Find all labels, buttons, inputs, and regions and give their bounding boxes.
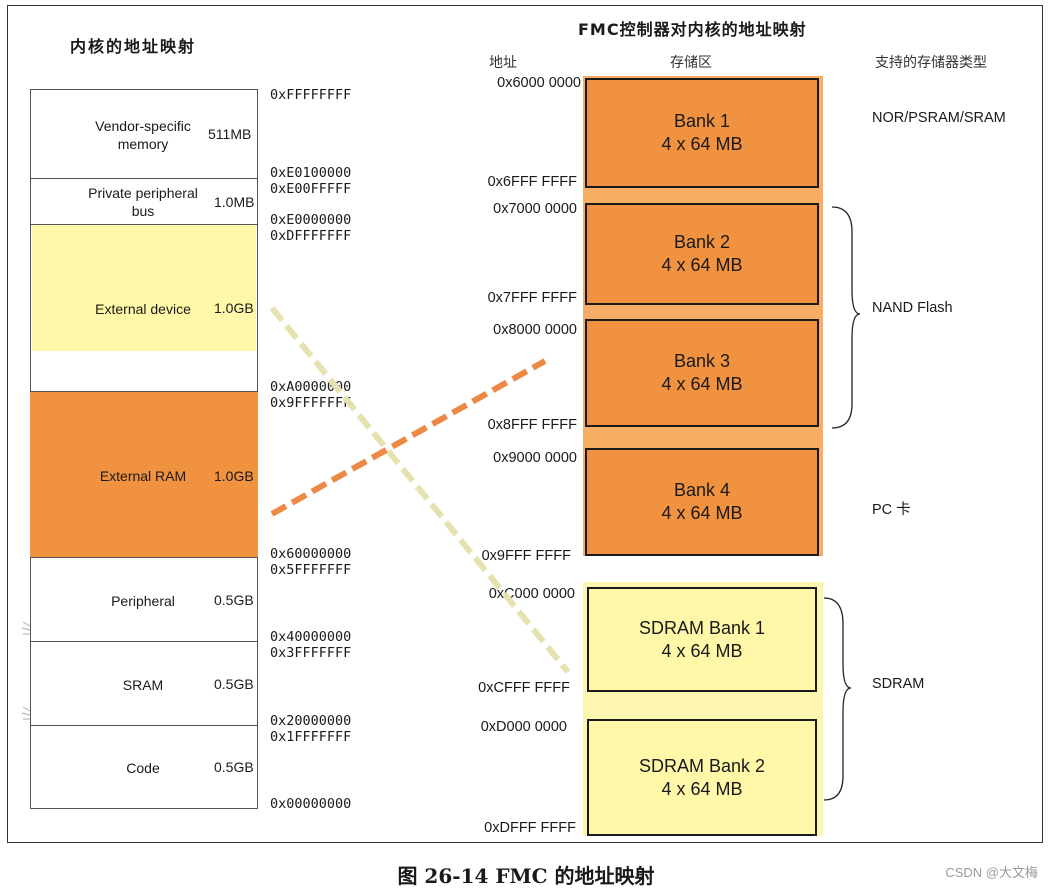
nand-flash-brace — [831, 206, 861, 429]
region-external-ram — [30, 392, 258, 558]
storage-column-header: 存储区 — [670, 55, 712, 71]
region-size-sram: 0.5GB — [214, 676, 254, 692]
bank-size: 4 x 64 MB — [661, 255, 743, 275]
core-address: 0x60000000 — [270, 546, 352, 562]
core-address: 0x5FFFFFFF — [270, 562, 352, 578]
core-address: 0x1FFFFFFF — [270, 729, 352, 745]
figure-frame — [7, 5, 1043, 843]
bank-name: Bank 4 — [673, 480, 731, 500]
region-size-code: 0.5GB — [214, 759, 254, 775]
bank-name: Bank 1 — [673, 111, 731, 131]
region-label-private: Private peripheral bus — [88, 185, 198, 219]
fmc-bank-3: Bank 3 4 x 64 MB — [585, 319, 819, 427]
region-size-external-ram: 1.0GB — [214, 468, 254, 484]
core-address: 0x3FFFFFFF — [270, 645, 352, 661]
types-column-header: 支持的存储器类型 — [875, 55, 987, 71]
core-address: 0x20000000 — [270, 713, 352, 729]
fmc-address: 0x8FFF FFFF — [487, 417, 577, 433]
bank-name: SDRAM Bank 2 — [638, 755, 766, 776]
region-label-external-device: External device — [95, 301, 191, 317]
region-label-vendor: Vendor-specific memory — [95, 118, 191, 152]
bank-name: SDRAM Bank 1 — [638, 617, 766, 638]
region-size-peripheral: 0.5GB — [214, 592, 254, 608]
fmc-address: 0x8000 0000 — [493, 322, 577, 338]
core-address: 0xDFFFFFFF — [270, 228, 352, 244]
edge-tick-marks — [21, 621, 31, 635]
fmc-bank-2: Bank 2 4 x 64 MB — [585, 203, 819, 305]
left-title: 内核的地址映射 — [70, 37, 197, 56]
bank-size: 4 x 64 MB — [661, 374, 743, 394]
region-external-device — [30, 225, 258, 392]
fmc-address: 0xDFFF FFFF — [484, 820, 576, 836]
fmc-address: 0xCFFF FFFF — [478, 680, 570, 696]
core-address: 0x40000000 — [270, 629, 352, 645]
fmc-address: 0x7FFF FFFF — [487, 290, 577, 306]
fmc-sdram-bank-2: SDRAM Bank 2 4 x 64 MB — [587, 719, 817, 836]
bank-name: Bank 2 — [673, 232, 731, 252]
fmc-bank-1: Bank 1 4 x 64 MB — [585, 78, 819, 188]
region-private-peripheral — [30, 179, 258, 225]
type-pc-card: PC 卡 — [872, 502, 911, 518]
region-label-external-ram: External RAM — [99, 468, 187, 484]
external-device-to-sdram-connector — [269, 306, 571, 674]
fmc-address: 0x7000 0000 — [493, 201, 577, 217]
core-address: 0x9FFFFFFF — [270, 395, 352, 411]
external-device-fill — [32, 225, 256, 351]
core-address: 0xFFFFFFFF — [270, 87, 352, 103]
region-label-sram: SRAM — [122, 677, 164, 693]
bank-name: Bank 3 — [673, 351, 731, 371]
watermark: CSDN @大文梅 — [945, 865, 1038, 880]
core-address: 0xE0000000 — [270, 212, 352, 228]
core-address: 0x00000000 — [270, 796, 352, 812]
address-column-header: 地址 — [489, 55, 517, 71]
fmc-bank-4: Bank 4 4 x 64 MB — [585, 448, 819, 556]
bank-size: 4 x 64 MB — [661, 640, 743, 661]
region-peripheral — [30, 558, 258, 642]
fmc-address: 0x6000 0000 — [497, 75, 581, 91]
region-size-vendor: 511MB — [208, 126, 252, 142]
region-vendor-specific — [30, 89, 258, 179]
fmc-address: 0x6FFF FFFF — [487, 174, 577, 190]
region-sram — [30, 642, 258, 726]
bank-size: 4 x 64 MB — [661, 503, 743, 523]
region-size-external-device: 1.0GB — [214, 300, 254, 316]
region-label-code: Code — [126, 760, 160, 776]
bank-size: 4 x 64 MB — [661, 778, 743, 799]
type-nor-psram-sram: NOR/PSRAM/SRAM — [872, 110, 1006, 126]
external-ram-to-nor-nand-pc-connector — [270, 358, 547, 517]
region-label-peripheral: Peripheral — [111, 593, 175, 609]
figure-caption: 图 26-14 FMC 的地址映射 — [397, 864, 655, 888]
fmc-address: 0xD000 0000 — [480, 719, 567, 735]
fmc-address: 0x9000 0000 — [493, 450, 577, 466]
region-size-private: 1.0MB — [214, 194, 255, 210]
right-title: FMC控制器对内核的地址映射 — [578, 20, 807, 39]
core-address: 0xE00FFFFF — [270, 181, 352, 197]
type-nand-flash: NAND Flash — [872, 300, 953, 316]
fmc-address: 0x9FFF FFFF — [481, 548, 571, 564]
fmc-sdram-bank-1: SDRAM Bank 1 4 x 64 MB — [587, 587, 817, 692]
type-sdram: SDRAM — [872, 676, 925, 692]
bank-size: 4 x 64 MB — [661, 134, 743, 154]
sdram-brace — [823, 597, 852, 801]
edge-tick-marks — [21, 706, 31, 720]
core-address: 0xE0100000 — [270, 165, 352, 181]
